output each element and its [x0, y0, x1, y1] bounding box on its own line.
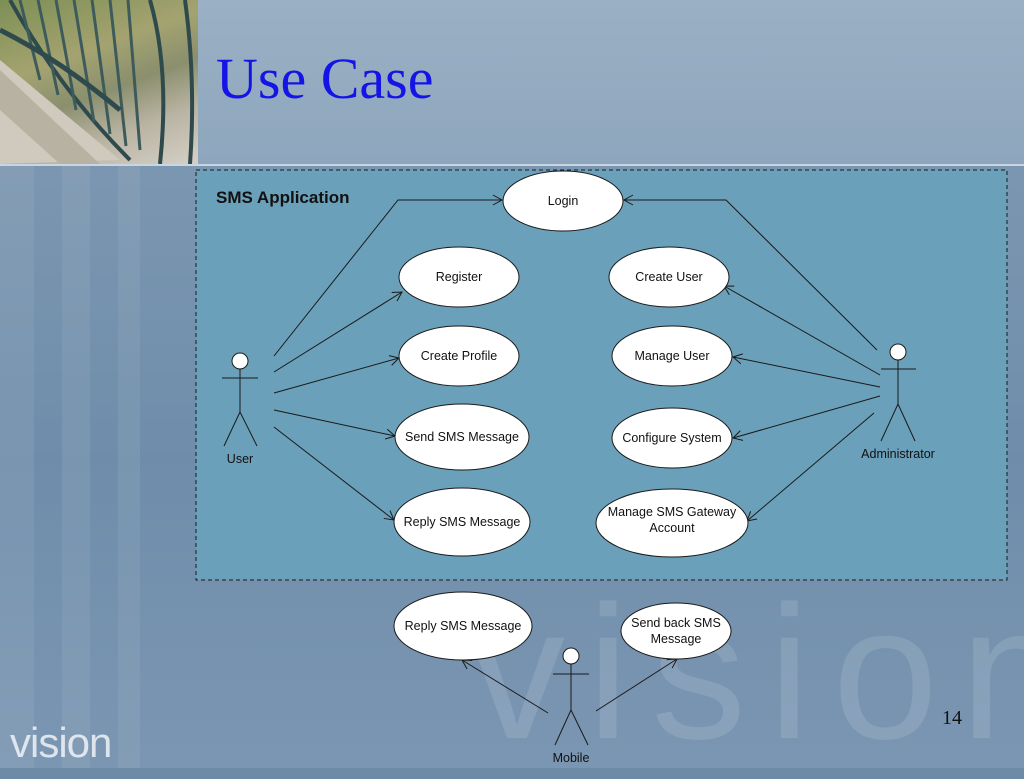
- use-case-label: Register: [436, 270, 483, 284]
- page-number: 14: [942, 707, 962, 729]
- association-mobile-send-back-sms: [595, 658, 678, 712]
- use-case-send-sms-message: [394, 403, 530, 471]
- use-case-label: Message: [651, 632, 702, 646]
- use-case-send-back-sms-message: [620, 602, 732, 660]
- bridge-photo: [0, 0, 198, 164]
- system-name: SMS Application: [216, 188, 350, 207]
- vision-logo: vision: [10, 719, 112, 766]
- association-user-register: [273, 291, 403, 373]
- association-admin-manage-gateway: [746, 412, 875, 522]
- use-case-configure-system: [611, 407, 733, 469]
- background-stripe: [0, 166, 34, 768]
- association-admin-configure-system: [732, 395, 881, 441]
- use-case-label: Create Profile: [421, 349, 497, 363]
- background-stripe: [62, 166, 90, 768]
- actor-head-icon: [889, 343, 907, 361]
- use-case-label: Manage SMS Gateway: [608, 505, 737, 519]
- use-case-label: Reply SMS Message: [405, 619, 522, 633]
- use-case-mobile-reply-sms-message: [393, 591, 533, 661]
- actor-administrator-label: Administrator: [861, 447, 935, 461]
- slide-title: Use Case: [216, 46, 434, 111]
- association-admin-create-user: [723, 285, 881, 376]
- association-mobile-reply-sms: [461, 659, 549, 714]
- actor-user-label: User: [227, 452, 253, 466]
- actor-mobile: [553, 647, 589, 746]
- use-case-label: Configure System: [622, 431, 721, 445]
- use-case-create-profile: [398, 325, 520, 387]
- use-case-label: Manage User: [634, 349, 709, 363]
- association-user-create-profile: [273, 355, 400, 394]
- use-case-label: Reply SMS Message: [404, 515, 521, 529]
- association-admin-manage-user: [731, 353, 881, 388]
- background-watermark-text: vision: [470, 567, 1024, 779]
- association-user-send-sms: [273, 409, 397, 440]
- use-case-manage-sms-gateway-account: [595, 488, 749, 558]
- use-case-manage-user: [611, 325, 733, 387]
- use-case-create-user: [608, 246, 730, 308]
- use-case-reply-sms-message: [393, 487, 531, 557]
- actor-head-icon: [231, 352, 249, 370]
- use-case-label: Create User: [635, 270, 702, 284]
- use-case-label: Send back SMS: [631, 616, 721, 630]
- actor-administrator: [880, 343, 916, 442]
- association-user-reply-sms: [273, 426, 395, 521]
- actor-mobile-label: Mobile: [553, 751, 590, 765]
- use-case-register: [398, 246, 520, 308]
- use-case-login: [502, 170, 624, 232]
- association-user-login: [273, 194, 504, 357]
- actor-user: [222, 352, 258, 447]
- association-admin-login: [622, 194, 878, 351]
- background-stripe: [118, 166, 140, 768]
- use-case-label: Send SMS Message: [405, 430, 519, 444]
- use-case-label: Login: [548, 194, 579, 208]
- use-case-label: Account: [649, 521, 695, 535]
- actor-head-icon: [562, 647, 580, 665]
